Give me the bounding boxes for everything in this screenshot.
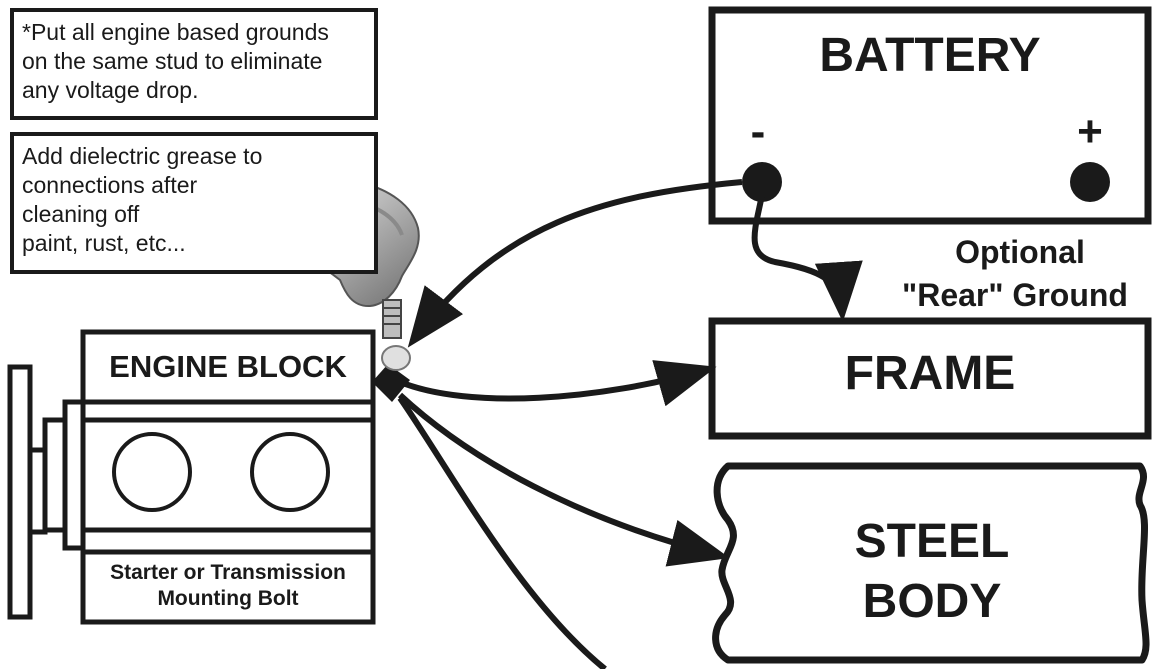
flywheel-plate: [7, 364, 33, 620]
stud-note-line: *Put all engine based grounds: [22, 19, 329, 45]
body-label: BODY: [862, 575, 1002, 628]
rear-ground-label: "Rear" Ground: [902, 277, 1128, 313]
battery-label: BATTERY: [819, 29, 1041, 82]
battery-positive-terminal: [1070, 162, 1110, 202]
grease-note-line: cleaning off: [22, 201, 140, 227]
wire-engine-to-steel-body: [397, 392, 730, 567]
grease-note: Add dielectric grease to connections aft…: [10, 132, 378, 274]
mounting-bolt-label: Starter or Transmission: [110, 561, 346, 584]
wire-engine-to-frame: [398, 360, 717, 407]
bellhousing: [42, 417, 68, 533]
grease-tube-icon: [381, 299, 411, 371]
battery-box: [708, 6, 1152, 225]
negative-sign: -: [750, 107, 766, 156]
mounting-bolt-label: Mounting Bolt: [157, 587, 299, 610]
stud-note: *Put all engine based grounds on the sam…: [10, 8, 378, 120]
grease-note-line: connections after: [22, 172, 198, 198]
wire-battery-to-frame-rear-ground: [751, 194, 863, 322]
steel-body-box: [712, 462, 1150, 664]
ground-wires: [397, 179, 863, 669]
stud-note-line: on the same stud to eliminate: [22, 48, 323, 74]
positive-sign: +: [1077, 107, 1103, 156]
engine-block-label: ENGINE BLOCK: [109, 349, 347, 384]
optional-label: Optional: [955, 234, 1085, 270]
ground-stud-icon: [372, 364, 410, 402]
frame-label: FRAME: [844, 347, 1016, 400]
wire-battery-to-engine: [407, 179, 743, 348]
wire-engine-off-page: [397, 396, 607, 669]
bellhousing-outer: [62, 399, 86, 551]
battery-negative-terminal: [742, 162, 782, 202]
steel-label: STEEL: [854, 515, 1010, 568]
grease-note-line: Add dielectric grease to: [22, 143, 263, 169]
cylinder-left: [112, 432, 192, 512]
grease-note-line: paint, rust, etc...: [22, 230, 186, 256]
mounting-bolt-label-box: [80, 549, 376, 625]
engine-assembly: [7, 329, 376, 625]
stud-note-line: any voltage drop.: [22, 77, 199, 103]
cylinder-right: [250, 432, 330, 512]
